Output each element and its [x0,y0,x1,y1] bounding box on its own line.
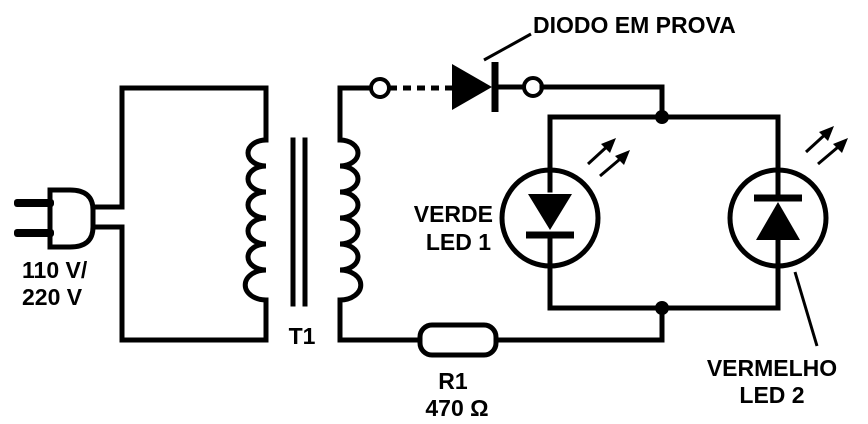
transformer-label: T1 [289,323,316,349]
led1-label-color: VERDE [414,201,493,227]
primary-wires [119,85,269,343]
junction-bottom [655,301,669,315]
supply-voltage-line2: 220 V [22,284,83,310]
resistor-value-label: 470 Ω [425,395,488,421]
plug-pin-bottom [14,229,54,237]
led2-light-arrows [804,126,848,166]
primary-winding [242,137,269,303]
resistor-name-label: R1 [438,368,468,394]
led2-label-name: LED 2 [739,382,804,408]
mains-plug [14,187,125,250]
led1-label-name: LED 1 [426,229,491,255]
led2-triangle [756,202,800,240]
led1-triangle [528,194,572,230]
led2-leader-line [793,271,819,347]
supply-voltage-line1: 110 V/ [22,257,88,283]
secondary-winding [337,137,364,303]
plug-pin-top [14,199,54,207]
diode-under-test [369,32,665,120]
diode-under-test-label: DIODO EM PROVA [533,12,736,38]
led1-light-arrows [586,138,630,178]
led-2-red [727,126,848,347]
led2-label-color: VERMELHO [707,355,837,381]
resistor-r1 [417,322,499,358]
diode-triangle [452,64,492,110]
transformer-t1 [242,137,364,307]
plug-body [47,187,96,250]
led-1-green [499,138,630,269]
diode-leader-line [483,32,532,62]
test-terminal-left [369,77,391,99]
test-terminal-right [522,76,544,98]
junction-top [655,110,669,124]
